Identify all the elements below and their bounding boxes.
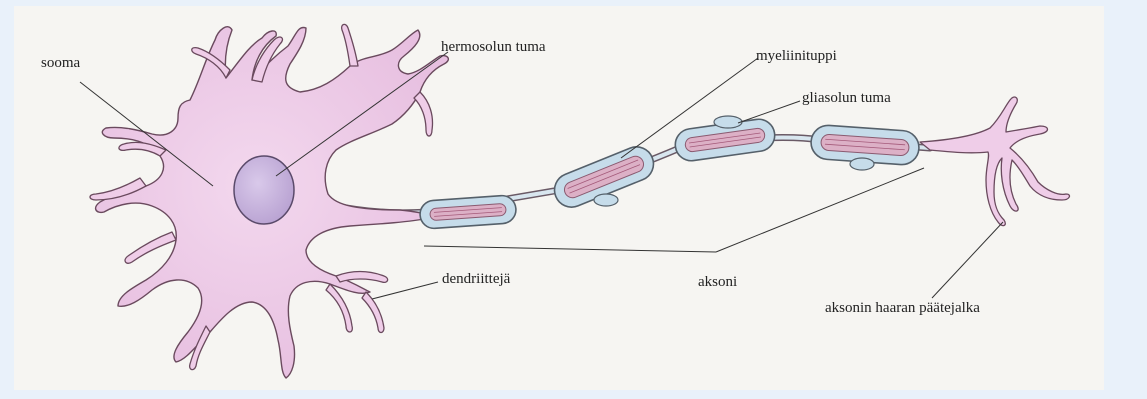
label-dendriitteja: dendriittejä [442, 271, 510, 287]
label-aksoni: aksoni [698, 274, 737, 290]
neuron-nucleus [234, 156, 294, 224]
axon-terminal [920, 97, 1069, 226]
leader-dendriitteja [372, 282, 438, 299]
myelin-sheaths [419, 117, 920, 229]
label-sooma: sooma [41, 55, 80, 71]
leader-aksoni-right [716, 168, 924, 252]
label-aksonin-haaran-paatejalka: aksonin haaran päätejalka [825, 300, 980, 316]
label-gliasolun-tuma: gliasolun tuma [802, 90, 891, 106]
label-hermosolun-tuma: hermosolun tuma [441, 39, 546, 55]
label-myeliinituppi: myeliinituppi [756, 48, 837, 64]
leader-paatejalka [932, 222, 1003, 298]
myelin-segment [419, 195, 517, 230]
leader-gliasolun-tuma [738, 101, 800, 123]
leader-aksoni-left [424, 246, 716, 252]
